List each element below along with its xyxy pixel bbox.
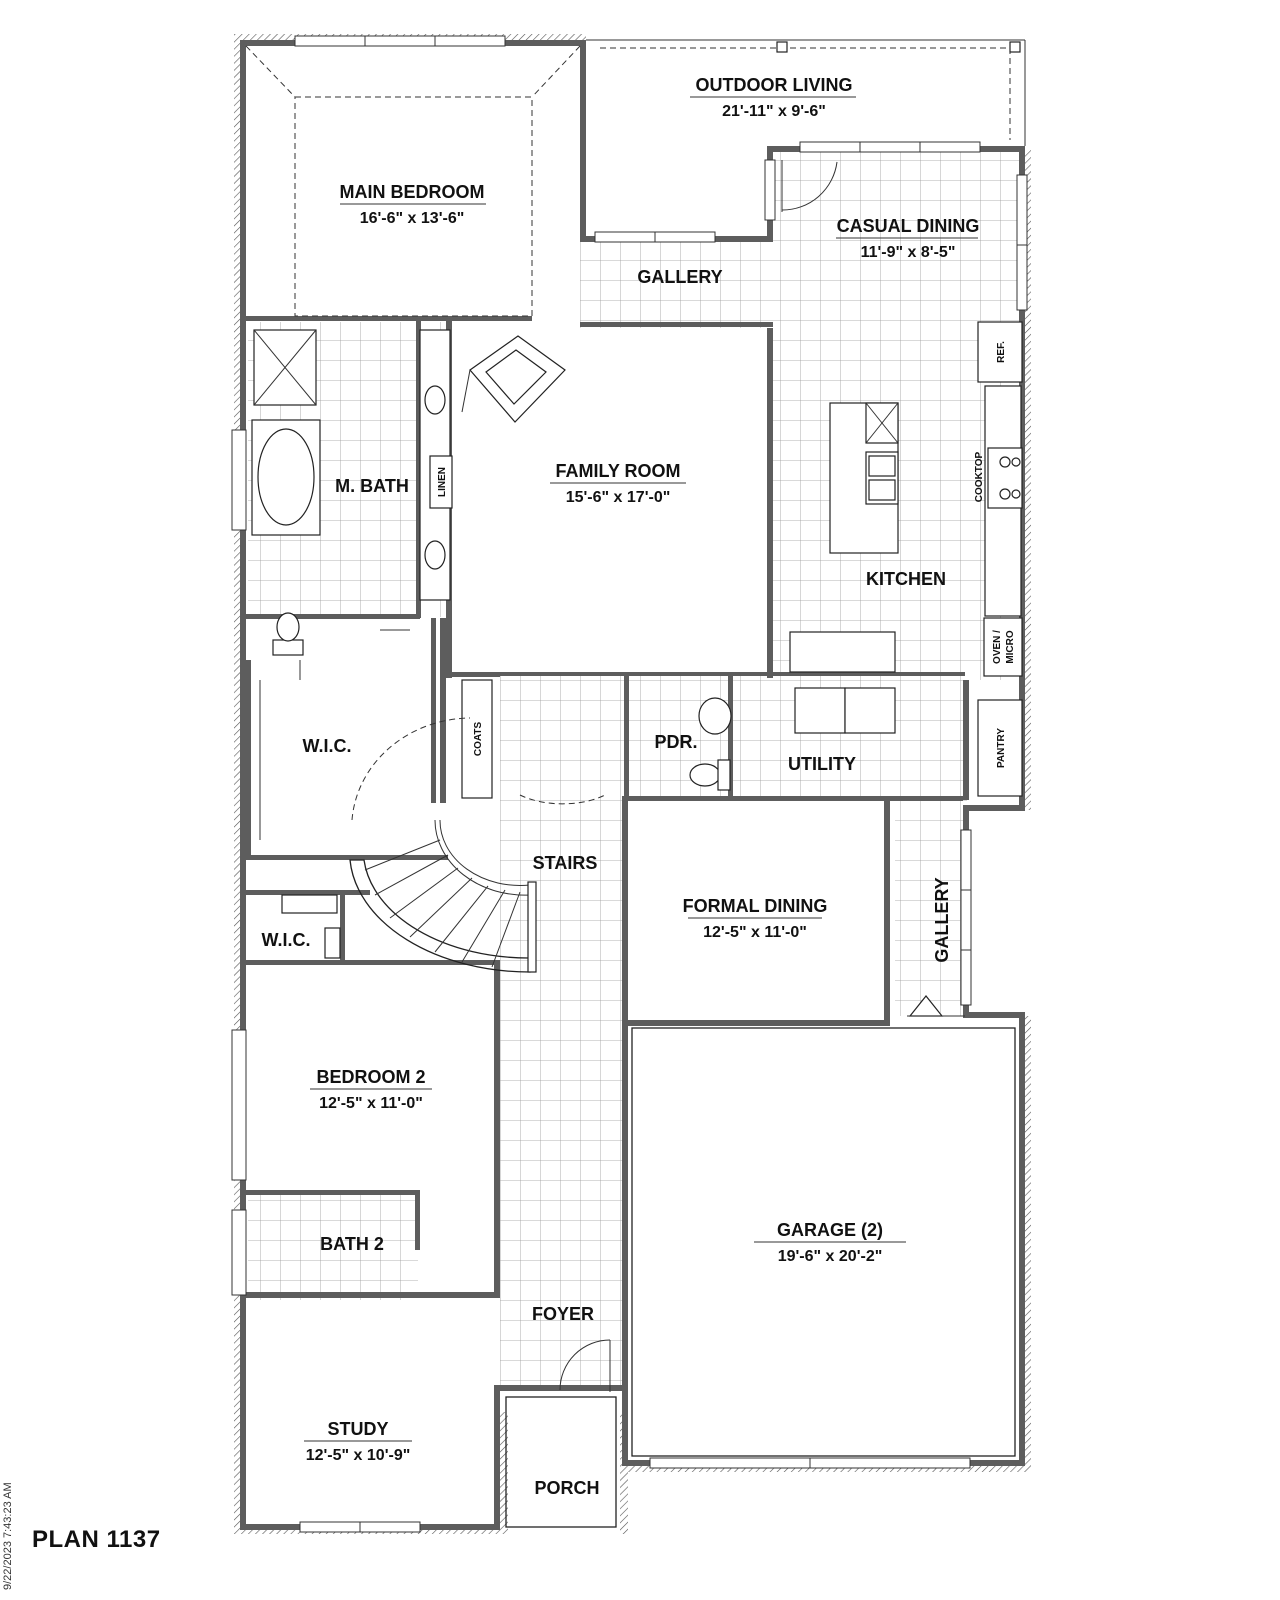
foyer-stairs-floor xyxy=(500,673,628,1385)
main-bedroom-name: MAIN BEDROOM xyxy=(340,182,485,202)
kitchen-name: KITCHEN xyxy=(866,569,946,589)
linen-closet xyxy=(429,455,453,509)
room-labels: OUTDOOR LIVING 21'-11" x 9'-6" MAIN BEDR… xyxy=(262,75,980,1498)
dryer xyxy=(844,687,896,734)
bedroom-2-dims: 12'-5" x 11'-0" xyxy=(319,1095,423,1112)
porch-name: PORCH xyxy=(534,1478,599,1498)
oven-micro xyxy=(983,617,1023,677)
formal-dining-name: FORMAL DINING xyxy=(683,896,828,916)
pantry-label: PANTRY xyxy=(996,728,1007,768)
wic-main-name: W.I.C. xyxy=(303,736,352,756)
toilet-tank xyxy=(272,639,304,656)
foyer-name: FOYER xyxy=(532,1304,594,1324)
study-name: STUDY xyxy=(327,1419,388,1439)
outdoor-living-outline xyxy=(586,39,1026,146)
formal-dining-dims: 12'-5" x 11'-0" xyxy=(703,924,807,941)
bath-2-name: BATH 2 xyxy=(320,1234,384,1254)
bedroom-2-name: BEDROOM 2 xyxy=(316,1067,425,1087)
print-timestamp: 9/22/2023 7:43:23 AM xyxy=(2,1482,14,1590)
gallery-top-name: GALLERY xyxy=(637,267,722,287)
doors xyxy=(559,160,965,1392)
stairs-name: STAIRS xyxy=(533,853,598,873)
main-bedroom-dims: 16'-6" x 13'-6" xyxy=(360,210,465,227)
sink-icon xyxy=(424,540,446,570)
garage-dims: 19'-6" x 20'-2" xyxy=(778,1248,883,1265)
pdr-toilet-icon xyxy=(689,763,721,787)
outdoor-living-name: OUTDOOR LIVING xyxy=(696,75,853,95)
outdoor-living-dims: 21'-11" x 9'-6" xyxy=(722,103,826,120)
washer xyxy=(794,687,846,734)
coats-closet xyxy=(461,679,493,799)
linen-label: LINEN xyxy=(437,467,448,497)
fireplace-icon xyxy=(461,335,566,423)
family-room-name: FAMILY ROOM xyxy=(555,461,680,481)
toilet-icon xyxy=(276,612,300,642)
tiled-floors xyxy=(248,150,1025,1385)
fixture-labels: LINEN COATS REF. COOKTOP OVEN / MICRO PA… xyxy=(437,341,1016,768)
casual-dining-dims: 11'-9" x 8'-5" xyxy=(861,244,956,261)
garage-name: GARAGE (2) xyxy=(777,1220,883,1240)
wic-small-name: W.I.C. xyxy=(262,930,311,950)
master-bath-name: M. BATH xyxy=(335,476,409,496)
kitchen-fixtures xyxy=(789,321,1023,677)
oven-label-line2: MICRO xyxy=(1005,630,1016,664)
ref-label: REF. xyxy=(996,341,1007,363)
family-room-dims: 15'-6" x 17'-0" xyxy=(566,489,671,506)
refrigerator xyxy=(977,321,1023,383)
plan-title: PLAN 1137 xyxy=(32,1526,161,1553)
tray-ceiling xyxy=(245,45,581,317)
pdr-sink-icon xyxy=(698,697,732,735)
study-dims: 12'-5" x 10'-9" xyxy=(306,1447,411,1464)
bath2-floor xyxy=(248,1195,418,1300)
gallery-top-floor xyxy=(580,240,773,328)
utility-name: UTILITY xyxy=(788,754,856,774)
sink-icon xyxy=(424,385,446,415)
oven-label-line1: OVEN / xyxy=(992,630,1003,664)
closet-fixtures xyxy=(259,629,493,959)
windows xyxy=(231,35,1028,1533)
cooktop-label: COOKTOP xyxy=(974,451,985,502)
master-bath-fixtures xyxy=(251,329,453,656)
peninsula xyxy=(789,631,896,673)
gallery-side-name: GALLERY xyxy=(932,877,952,962)
utility-fixtures xyxy=(689,687,1023,797)
gallery-side-floor xyxy=(895,798,967,1016)
garage-porch-outline xyxy=(505,1027,1016,1528)
pantry-closet xyxy=(977,699,1023,797)
spiral-staircase xyxy=(349,717,606,973)
coats-label: COATS xyxy=(473,722,484,757)
powder-name: PDR. xyxy=(654,732,697,752)
casual-dining-name: CASUAL DINING xyxy=(837,216,980,236)
